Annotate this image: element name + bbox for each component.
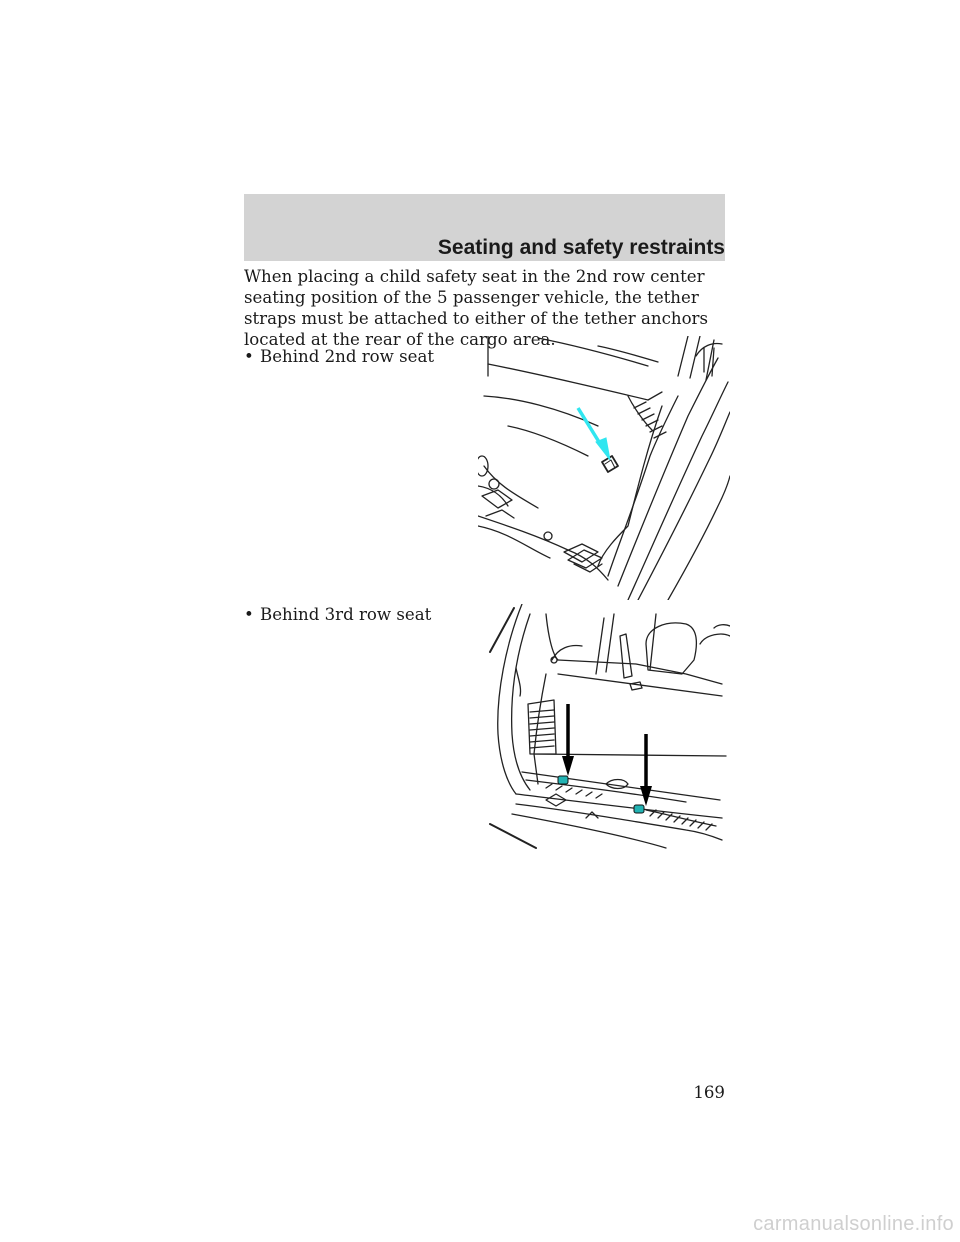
tether-anchor-left [557, 775, 569, 785]
bullet-marker: • [244, 347, 254, 366]
bullet-item-3rd-row: • Behind 3rd row seat [244, 605, 431, 624]
section-title: Seating and safety restraints [437, 236, 725, 259]
second-row-anchor-illustration [478, 336, 730, 600]
tether-anchor-right [633, 804, 645, 814]
anchor-arrowhead-right [640, 786, 652, 806]
bullet-text: Behind 2nd row seat [260, 347, 435, 366]
header-band [244, 194, 725, 261]
bullet-text: Behind 3rd row seat [260, 605, 432, 624]
watermark: carmanualsonline.info [753, 1213, 954, 1235]
third-row-anchor-illustration [489, 604, 730, 849]
bullet-marker: • [244, 605, 254, 624]
page-number: 169 [693, 1083, 725, 1102]
bullet-item-2nd-row: • Behind 2nd row seat [244, 347, 434, 366]
intro-paragraph: When placing a child safety seat in the … [244, 267, 709, 349]
anchor-arrowhead [595, 437, 611, 461]
anchor-arrowhead-left [562, 756, 574, 776]
